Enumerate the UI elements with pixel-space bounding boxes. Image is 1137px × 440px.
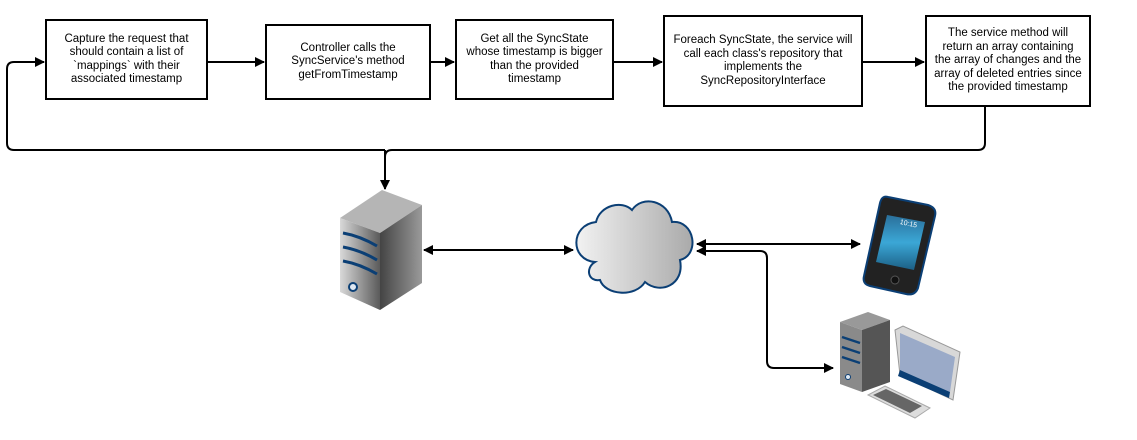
arrow-cloud-desktop [696,246,834,373]
step-capture-request: Capture the request that should contain … [45,19,208,100]
desktop-computer-icon [840,312,961,419]
phone-clock: 10:15 [899,219,918,230]
smartphone-icon: 10:15 [862,195,937,296]
step-controller-call: Controller calls the SyncService's metho… [265,24,431,100]
step-text: Capture the request that should contain … [64,32,189,86]
step-return-arrays: The service method will return an array … [925,15,1091,107]
step-text: Foreach SyncState, the service will call… [673,34,853,87]
server-icon [340,190,422,310]
step-get-syncstate: Get all the SyncState whose timestamp is… [455,19,614,100]
cloud-icon [575,200,694,294]
step-foreach-syncstate: Foreach SyncState, the service will call… [663,15,863,107]
step-text: Get all the SyncState whose timestamp is… [466,32,603,86]
step-text: The service method will return an array … [934,27,1082,94]
step-text: Controller calls the SyncService's metho… [291,41,405,81]
